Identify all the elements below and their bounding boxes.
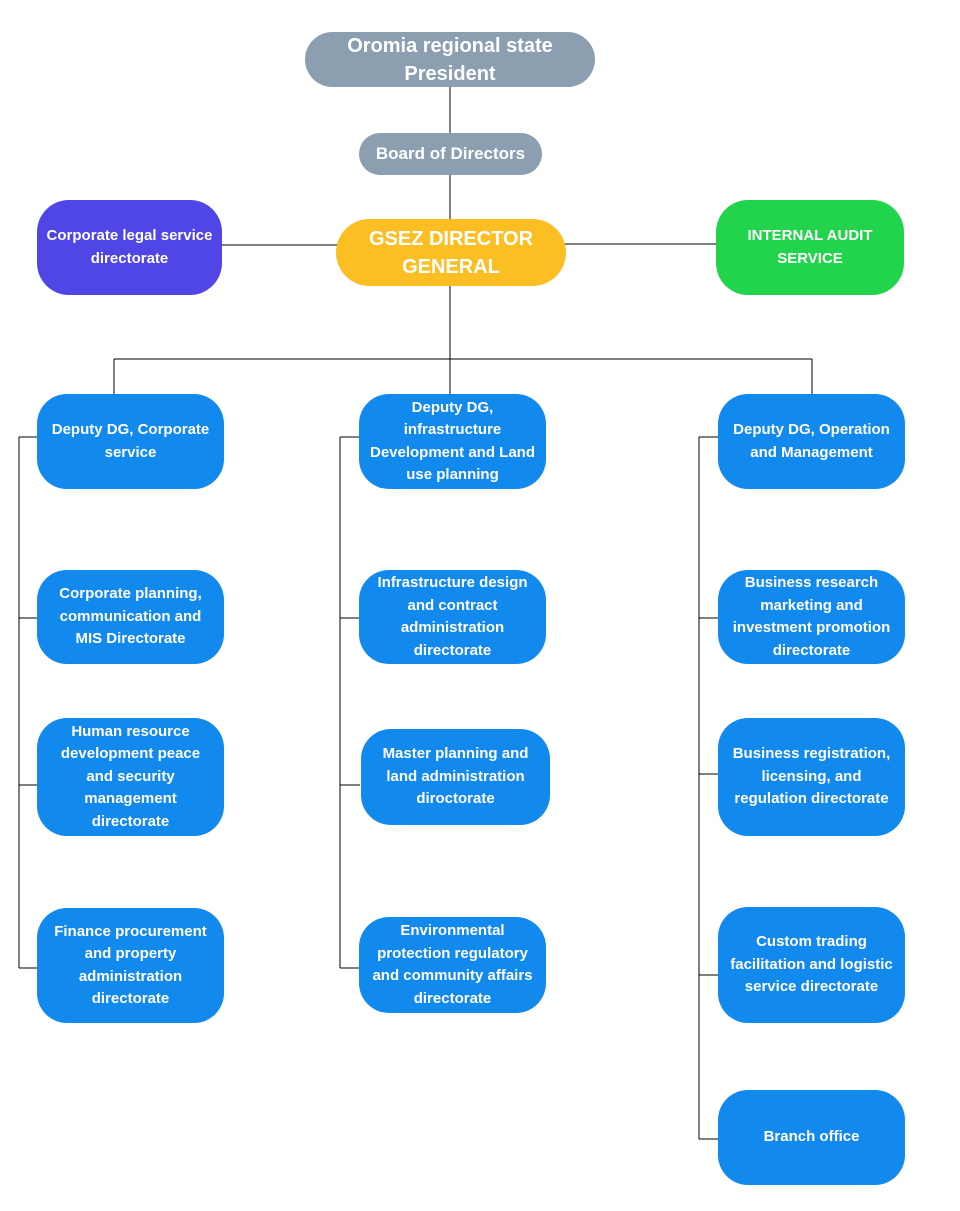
- human-resource-label: Human resource development peace and sec…: [60, 722, 201, 830]
- human-resource-node: Human resource development peace and sec…: [37, 718, 224, 836]
- audit-node: INTERNAL AUDIT SERVICE: [716, 200, 904, 295]
- board-node: Board of Directors: [359, 133, 542, 175]
- custom-trading-label: Custom trading facilitation and logistic…: [730, 933, 893, 996]
- business-registration-node: Business registration, licensing, and re…: [718, 718, 905, 836]
- finance-node: Finance procurement and property adminis…: [37, 908, 224, 1023]
- president-node: Oromia regional state President: [305, 32, 595, 87]
- deputy-infrastructure-label: Deputy DG, infrastructure Development an…: [369, 398, 536, 484]
- branch-office-label: Branch office: [763, 1128, 860, 1146]
- corporate-planning-node: Corporate planning, communication and MI…: [37, 570, 224, 664]
- deputy-infrastructure-node: Deputy DG, infrastructure Development an…: [359, 394, 546, 489]
- deputy-operation-node: Deputy DG, Operation and Management: [718, 394, 905, 489]
- legal-label: Corporate legal service directorate: [46, 227, 213, 267]
- business-registration-label: Business registration, licensing, and re…: [732, 745, 891, 808]
- director-general-label: GSEZ DIRECTOR GENERAL: [368, 227, 534, 278]
- director-general-node: GSEZ DIRECTOR GENERAL: [336, 219, 566, 286]
- environmental-label: Environmental protection regulatory and …: [372, 922, 533, 1007]
- audit-label: INTERNAL AUDIT SERVICE: [747, 227, 873, 267]
- environmental-node: Environmental protection regulatory and …: [359, 917, 546, 1013]
- custom-trading-node: Custom trading facilitation and logistic…: [718, 907, 905, 1023]
- deputy-corporate-label: Deputy DG, Corporate service: [51, 421, 210, 461]
- president-label: Oromia regional state President: [347, 34, 553, 85]
- legal-node: Corporate legal service directorate: [37, 200, 222, 295]
- deputy-corporate-node: Deputy DG, Corporate service: [37, 394, 224, 489]
- corporate-planning-label: Corporate planning, communication and MI…: [59, 585, 202, 648]
- deputy-operation-label: Deputy DG, Operation and Management: [733, 421, 890, 461]
- business-research-node: Business research marketing and investme…: [718, 570, 905, 664]
- business-research-label: Business research marketing and investme…: [732, 574, 891, 659]
- finance-label: Finance procurement and property adminis…: [54, 922, 207, 1008]
- master-planning-label: Master planning and land administration …: [382, 745, 529, 808]
- board-label: Board of Directors: [375, 144, 526, 164]
- infrastructure-design-label: Infrastructure design and contract admin…: [377, 574, 528, 659]
- infrastructure-design-node: Infrastructure design and contract admin…: [359, 570, 546, 664]
- master-planning-node: Master planning and land administration …: [361, 729, 550, 825]
- branch-office-node: Branch office: [718, 1090, 905, 1185]
